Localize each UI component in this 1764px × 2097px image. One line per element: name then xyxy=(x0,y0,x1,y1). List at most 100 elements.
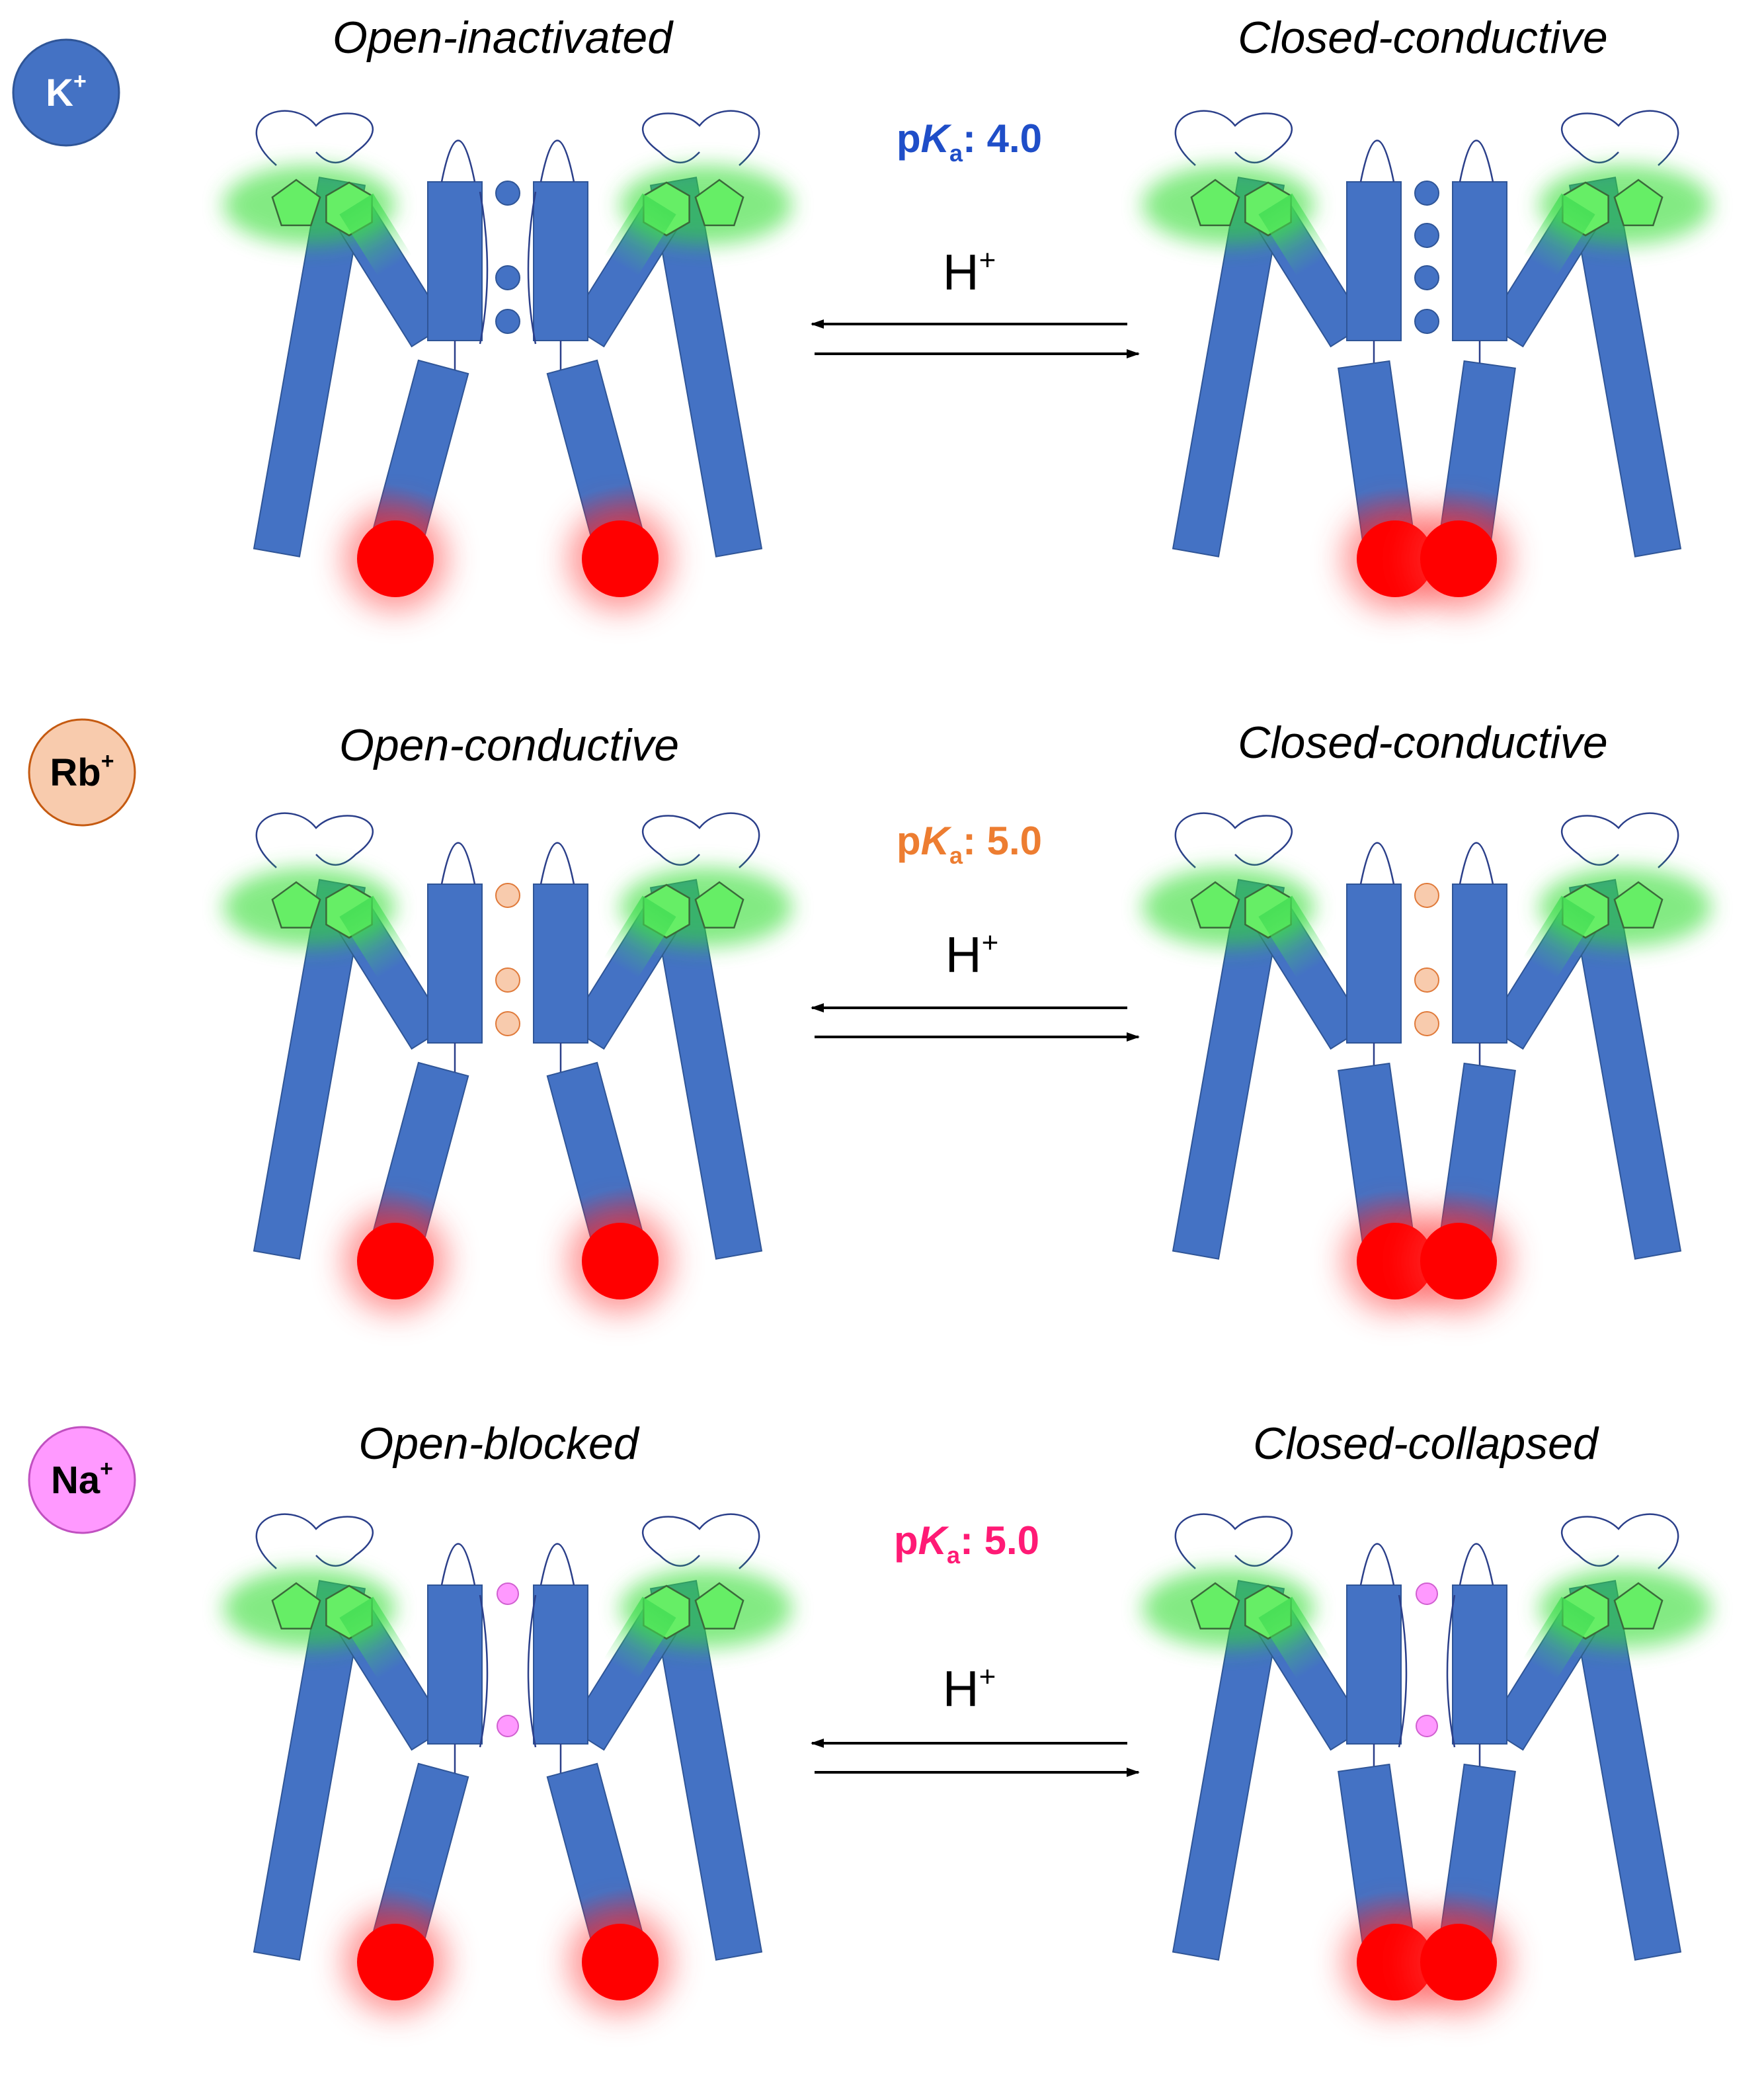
pore-ion xyxy=(495,265,520,290)
ion-charge: + xyxy=(100,1456,113,1481)
filter-loop-right xyxy=(1459,140,1494,183)
extracellular-loop xyxy=(1560,110,1679,166)
helix-green-fade-left xyxy=(1258,1596,1331,1680)
dye-pentagon xyxy=(1613,1582,1664,1629)
pore-arc-left xyxy=(1398,1594,1408,1748)
pore-ion xyxy=(495,1011,520,1036)
fluorophore-dot xyxy=(1420,520,1497,597)
filter-helix-right xyxy=(533,1584,588,1745)
ion-badge-rb: Rb+ xyxy=(28,718,136,827)
dye-pentagon xyxy=(271,881,321,928)
helix-green-fade-right xyxy=(604,1596,676,1680)
proton-symbol: H xyxy=(943,245,979,301)
row-k: K+ Open-inactivated Closed-conductive pK… xyxy=(12,13,1711,610)
row-rb: Rb+ Open-conductive Closed-conductive pK… xyxy=(28,718,1711,1313)
right-state-label: Closed-conductive xyxy=(1238,13,1607,63)
pore-arc-right xyxy=(527,1594,537,1748)
ion-badge-text: Rb+ xyxy=(50,749,114,794)
helix-green-fade-right xyxy=(1523,895,1595,979)
dye-pentagon xyxy=(694,1582,744,1629)
pka-label: pKa: 5.0 xyxy=(897,819,1042,869)
pore-ion xyxy=(1414,181,1439,206)
dye-pentagon xyxy=(1190,1582,1240,1629)
pore-ion xyxy=(1414,1011,1439,1036)
pore-ion xyxy=(1416,1583,1438,1605)
left-state-label: Open-inactivated xyxy=(333,13,674,63)
helix-green-fade-left xyxy=(339,193,412,276)
pka-k: K xyxy=(918,1518,949,1563)
filter-helix-left xyxy=(427,884,483,1044)
ion-badge-k: K+ xyxy=(12,38,120,147)
pka-sub: a xyxy=(949,842,963,869)
pore-ion xyxy=(1414,265,1439,290)
ion-badge-text: K+ xyxy=(46,69,87,114)
pka-sub: a xyxy=(949,140,963,167)
filter-loop-left xyxy=(1359,842,1395,885)
filter-helix-right xyxy=(1452,884,1507,1044)
filter-helix-right xyxy=(1452,181,1507,341)
filter-loop-right xyxy=(540,1543,575,1586)
filter-loop-left xyxy=(1359,1543,1395,1586)
pka-label: pKa: 5.0 xyxy=(894,1518,1039,1569)
pka-value: : 4.0 xyxy=(963,116,1042,161)
pka-prefix: p xyxy=(897,116,921,161)
filter-helix-right xyxy=(533,181,588,341)
proton-label: H+ xyxy=(945,926,999,983)
extracellular-loop xyxy=(255,110,374,166)
extracellular-loop xyxy=(255,1513,374,1569)
extracellular-loop xyxy=(1174,1513,1293,1569)
extracellular-loop xyxy=(1174,110,1293,166)
pore-arc-right xyxy=(527,191,537,345)
pore-ion xyxy=(1414,883,1439,908)
dye-pentagon xyxy=(271,1582,321,1629)
fluorophore-dot xyxy=(582,520,659,597)
proton-charge: + xyxy=(979,244,996,276)
row-na: Na+ Open-blocked Closed-collapsed pKa: 5… xyxy=(28,1419,1711,2014)
filter-helix-left xyxy=(427,1584,483,1745)
extracellular-loop xyxy=(1560,1513,1679,1569)
dye-pentagon xyxy=(1613,179,1664,226)
pore-ion xyxy=(497,1715,519,1737)
fluorophore-dot xyxy=(582,1223,659,1299)
ion-badge-circle xyxy=(28,718,136,827)
helix-green-fade-left xyxy=(1258,193,1331,276)
right-state-label: Closed-collapsed xyxy=(1253,1419,1599,1469)
right-channel xyxy=(1143,812,1711,1313)
dye-pentagon xyxy=(694,881,744,928)
ion-symbol: K xyxy=(46,71,73,114)
filter-loop-right xyxy=(540,140,575,183)
extracellular-loop xyxy=(641,812,760,868)
pore-ion xyxy=(1416,1715,1438,1737)
fluorophore-dot xyxy=(357,520,434,597)
extracellular-loop xyxy=(1560,812,1679,868)
pka-k: K xyxy=(921,116,952,161)
pka-prefix: p xyxy=(897,819,921,863)
ion-badge-text: Na+ xyxy=(51,1456,113,1502)
proton-symbol: H xyxy=(945,927,982,983)
filter-helix-left xyxy=(1346,1584,1402,1745)
helix-green-fade-right xyxy=(604,895,676,979)
helix-green-fade-left xyxy=(339,895,412,979)
extracellular-loop xyxy=(255,812,374,868)
helix-green-fade-left xyxy=(339,1596,412,1680)
filter-loop-left xyxy=(1359,140,1395,183)
proton-charge: + xyxy=(979,1661,996,1693)
extracellular-loop xyxy=(641,1513,760,1569)
pka-value: : 5.0 xyxy=(963,819,1042,863)
pore-ion xyxy=(495,181,520,206)
pore-ion xyxy=(495,967,520,993)
filter-helix-left xyxy=(1346,884,1402,1044)
pore-ion xyxy=(495,309,520,334)
helix-green-fade-left xyxy=(1258,895,1331,979)
filter-loop-right xyxy=(540,842,575,885)
filter-helix-right xyxy=(533,884,588,1044)
left-channel xyxy=(223,812,792,1313)
pore-arc-left xyxy=(479,191,489,345)
fluorophore-dot xyxy=(1420,1924,1497,2000)
dye-pentagon xyxy=(1613,881,1664,928)
fluorophore-dot xyxy=(357,1924,434,2000)
dye-pentagon xyxy=(1190,179,1240,226)
pore-ion xyxy=(1414,309,1439,334)
pore-arc-right xyxy=(1446,1594,1456,1748)
filter-loop-right xyxy=(1459,842,1494,885)
